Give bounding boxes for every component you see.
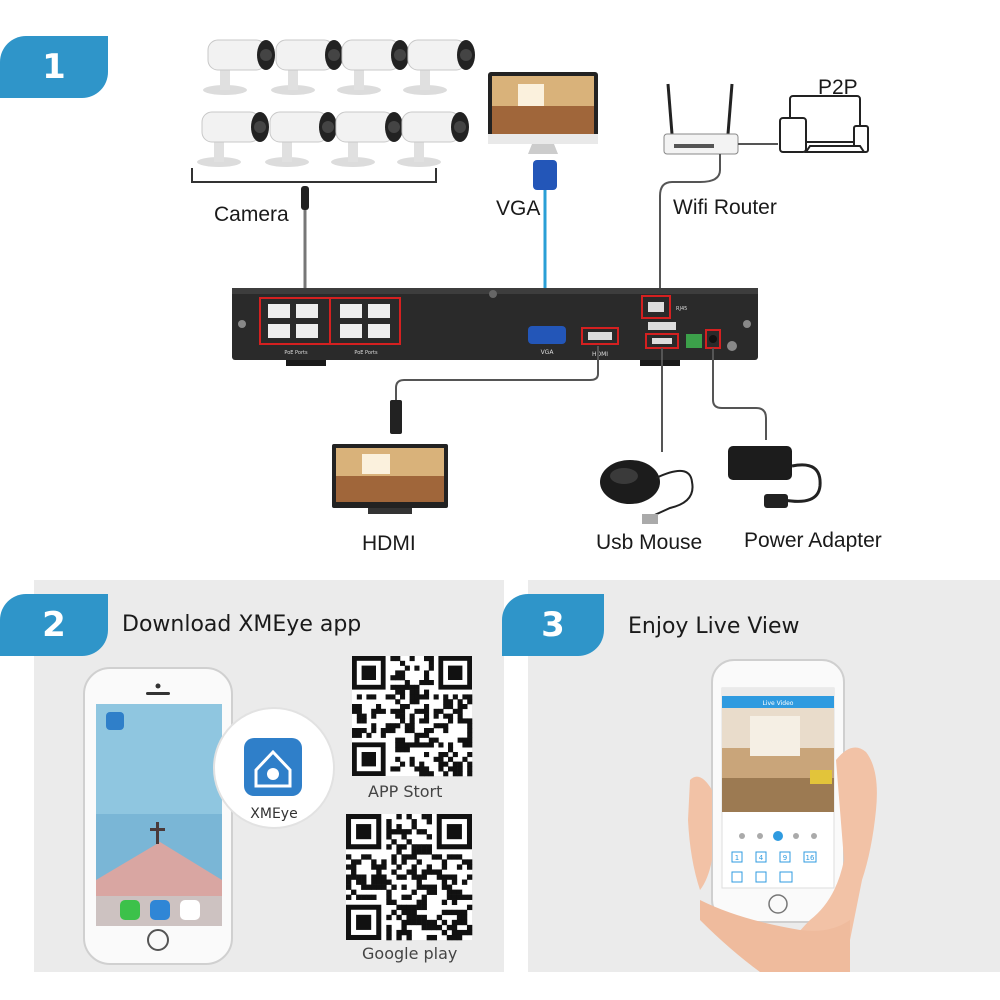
qr-code-ios bbox=[352, 656, 473, 777]
power-cable bbox=[712, 348, 767, 440]
hdmi-label: HDMI bbox=[362, 532, 416, 555]
router-icon bbox=[663, 83, 739, 155]
vga-label: VGA bbox=[496, 197, 541, 220]
xmeye-app-icon bbox=[213, 707, 335, 829]
phone-app-icon bbox=[120, 900, 140, 920]
devices-icon bbox=[779, 95, 869, 153]
step-1-badge: 1 bbox=[0, 36, 108, 98]
hand-icon bbox=[688, 747, 877, 972]
live-view-header bbox=[722, 696, 834, 708]
camera-icon bbox=[403, 39, 475, 95]
camera-icon bbox=[197, 111, 269, 167]
camera-icon bbox=[203, 39, 275, 95]
nvr-poe-text-right: PoE Ports bbox=[354, 350, 378, 356]
safari-app-icon bbox=[150, 900, 170, 920]
live-view-phone: Live Video 1 4 9 16 bbox=[711, 659, 845, 923]
mouse-icon bbox=[600, 460, 694, 524]
qr-android-label: Google play bbox=[362, 944, 458, 963]
grid-9-button[interactable]: 9 bbox=[783, 854, 787, 862]
p2p-label: P2P bbox=[818, 76, 858, 99]
hdmi-cable bbox=[395, 346, 599, 400]
xmeye-app-name: XMEye bbox=[250, 806, 297, 822]
camera-group bbox=[191, 39, 475, 183]
xmeye-small-icon bbox=[106, 712, 124, 730]
router-label: Wifi Router bbox=[673, 196, 777, 219]
usb-mouse-label: Usb Mouse bbox=[596, 531, 703, 554]
step-3-badge: 3 bbox=[502, 594, 604, 656]
router-cable bbox=[659, 154, 721, 300]
nvr-hdmi-port-text: HDMI bbox=[592, 351, 608, 358]
live-view-screen-title: Live Video bbox=[763, 700, 794, 707]
monitor-icon bbox=[488, 72, 598, 154]
hdmi-plug-icon bbox=[390, 400, 402, 434]
power-adapter-icon bbox=[728, 446, 822, 508]
phone-icon bbox=[83, 667, 233, 965]
camera-icon bbox=[337, 39, 409, 95]
camera-icon bbox=[265, 111, 337, 167]
step-2-badge: 2 bbox=[0, 594, 108, 656]
qr-ios-label: APP Stort bbox=[368, 782, 443, 801]
nvr-vga-port-text: VGA bbox=[541, 349, 555, 356]
power-adapter-label: Power Adapter bbox=[744, 529, 882, 552]
download-app-title: Download XMEye app bbox=[122, 612, 362, 637]
tv-icon bbox=[332, 444, 448, 514]
grid-16-button[interactable]: 16 bbox=[806, 854, 815, 862]
camera-label: Camera bbox=[214, 203, 289, 226]
qr-code-android bbox=[346, 814, 473, 941]
grid-1-button[interactable]: 1 bbox=[735, 854, 739, 862]
camera-icon bbox=[271, 39, 343, 95]
live-view-title: Enjoy Live View bbox=[628, 614, 800, 639]
camera-icon bbox=[331, 111, 403, 167]
nvr-rj45-text: RJ45 bbox=[676, 306, 687, 312]
grid-4-button[interactable]: 4 bbox=[759, 854, 764, 862]
camera-icon bbox=[397, 111, 469, 167]
nvr-poe-text-left: PoE Ports bbox=[284, 350, 308, 356]
music-app-icon bbox=[180, 900, 200, 920]
cable-plug-icon bbox=[301, 186, 309, 210]
